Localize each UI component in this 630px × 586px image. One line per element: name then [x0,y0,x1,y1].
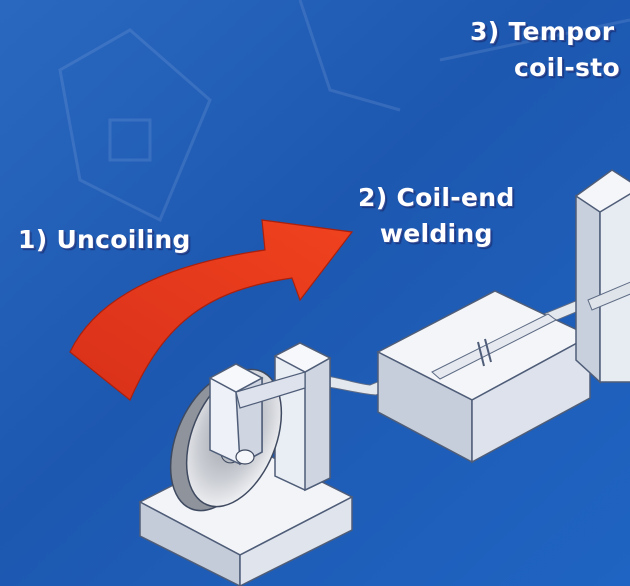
welding-box-icon [376,290,592,464]
step-1-label: 1) Uncoiling [18,222,191,258]
coil-reel-icon [138,342,354,586]
step-2-text-line2: welding [379,219,493,248]
step-2-text-line1: Coil-end [396,183,515,212]
background-structures [58,0,630,223]
curved-arrow-icon [69,219,354,401]
step-2-label: 2) Coil-end welding [358,180,515,252]
step-2-number: 2) [358,183,388,212]
step-3-text-line1: Tempor [508,17,615,46]
step-1-number: 1) [18,225,48,254]
step-3-text-line2: coil-sto [514,53,620,82]
step-1-text: Uncoiling [56,225,191,254]
storage-tower-icon [575,169,630,384]
step-3-number: 3) [470,17,500,46]
step-3-label: 3) Tempor coil-sto [470,14,620,86]
